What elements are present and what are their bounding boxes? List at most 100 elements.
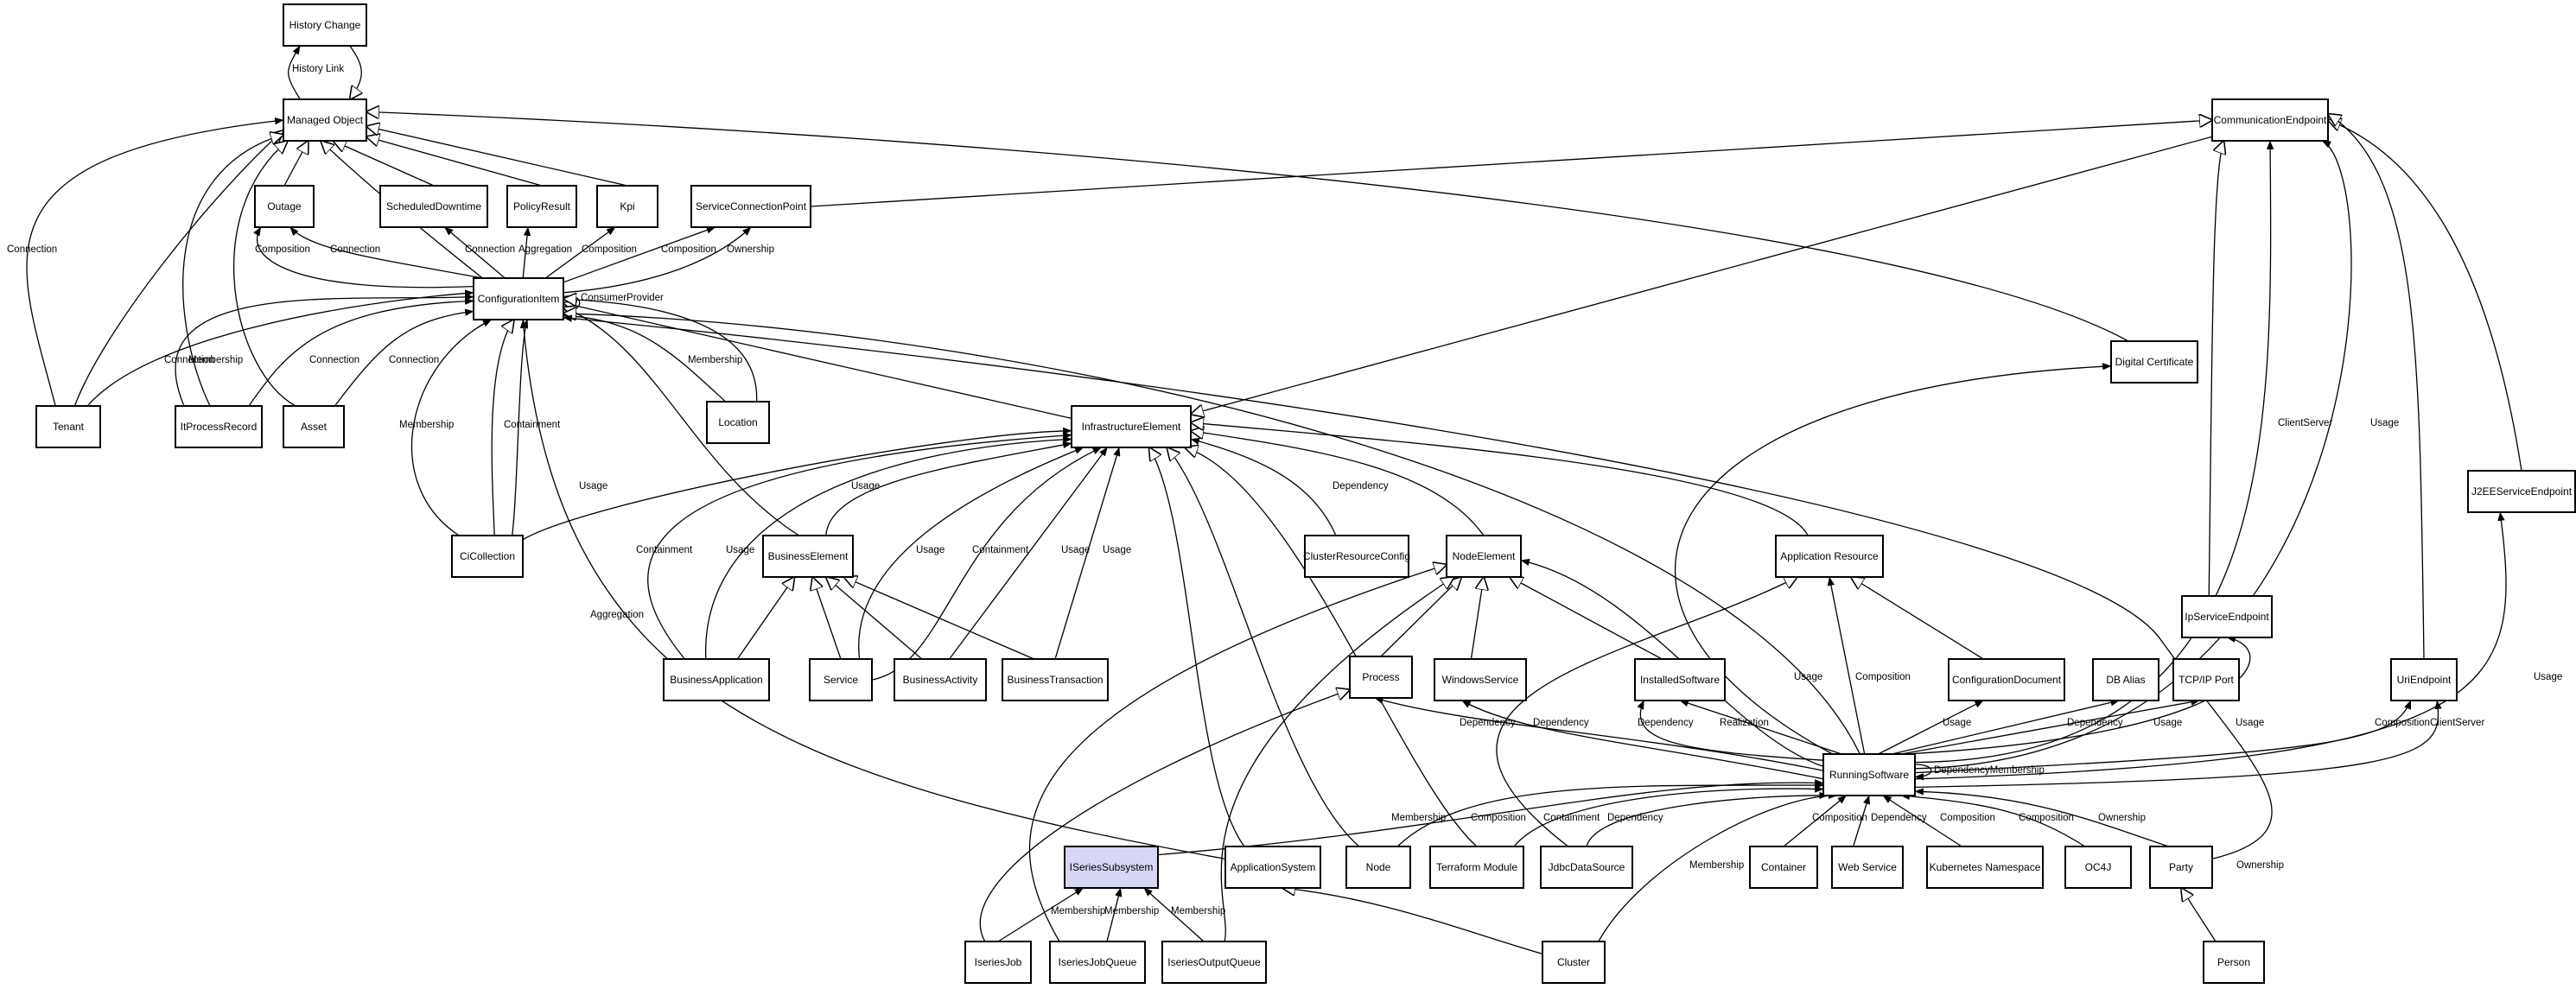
class-node-business-activity[interactable]: BusinessActivity	[894, 658, 987, 701]
class-node-it-process-record[interactable]: ItProcessRecord	[175, 405, 263, 448]
inheritance-edge-ip_service_endpoint-to-communication_endpoint	[2208, 141, 2223, 597]
node-label: Digital Certificate	[2115, 356, 2194, 368]
node-box	[283, 98, 367, 142]
edge-label: Composition	[661, 244, 716, 255]
node-label: Cluster	[1557, 956, 1590, 968]
node-box	[1822, 753, 1916, 796]
class-node-windows-service[interactable]: WindowsService	[1434, 658, 1527, 701]
association-edge-cluster_resource_config-to-infrastructure_element	[1190, 437, 1337, 536]
class-node-business-transaction[interactable]: BusinessTransaction	[1002, 658, 1109, 701]
association-edge-configuration_item-to-outage	[289, 226, 483, 279]
class-node-terraform-module[interactable]: Terraform Module	[1429, 846, 1524, 889]
class-node-managed-object[interactable]: Managed Object	[283, 98, 367, 142]
node-box	[1064, 846, 1159, 889]
association-edge-cluster-to-running_software	[1598, 791, 1838, 942]
edge-label: Containment	[1543, 813, 1600, 823]
class-node-j2ee-service-endpoint[interactable]: J2EEServiceEndpoint	[2467, 470, 2576, 513]
node-box	[1540, 846, 1633, 889]
edge-label: Usage	[2370, 418, 2399, 428]
class-node-running-software[interactable]: RunningSoftware	[1822, 753, 1916, 796]
class-node-asset[interactable]: Asset	[283, 405, 345, 448]
association-edge-managed_object-to-history_change	[288, 45, 301, 100]
class-node-tenant[interactable]: Tenant	[35, 405, 101, 448]
class-node-scheduled-downtime[interactable]: ScheduledDowntime	[379, 185, 488, 228]
class-node-party[interactable]: Party	[2149, 846, 2213, 889]
class-node-process[interactable]: Process	[1349, 656, 1413, 699]
association-edge-running_software-to-communication_endpoint	[1914, 140, 2352, 770]
node-box	[175, 405, 263, 448]
node-box	[964, 941, 1032, 984]
class-node-business-application[interactable]: BusinessApplication	[663, 658, 770, 701]
node-label: ClusterResourceConfig	[1303, 550, 1410, 562]
inheritance-edge-business_application-to-business_element	[736, 577, 794, 660]
class-node-policy-result[interactable]: PolicyResult	[506, 185, 577, 228]
class-node-configuration-item[interactable]: ConfigurationItem	[473, 277, 564, 320]
node-label: History Change	[289, 19, 361, 31]
class-node-uri-endpoint[interactable]: UriEndpoint	[2390, 658, 2458, 701]
association-edge-party-to-running_software	[1914, 788, 2169, 847]
class-node-node[interactable]: Node	[1345, 846, 1411, 889]
edge-label: ClientServer	[2430, 718, 2484, 728]
class-node-business-element[interactable]: BusinessElement	[762, 535, 854, 578]
class-node-history-change[interactable]: History Change	[283, 3, 367, 47]
edge-label: ConsumerProvider	[581, 293, 664, 303]
inheritance-edge-installed_software-to-node_element	[1510, 577, 1663, 660]
association-edge-jdbc_data_source-to-running_software	[1586, 791, 1829, 847]
edge-label: Connection	[465, 244, 515, 255]
class-node-kpi[interactable]: Kpi	[596, 185, 658, 228]
node-box	[1349, 656, 1413, 699]
class-node-application-resource[interactable]: Application Resource	[1775, 535, 1884, 578]
class-node-jdbc-data-source[interactable]: JdbcDataSource	[1540, 846, 1633, 889]
class-node-location[interactable]: Location	[706, 401, 770, 444]
edge-label: Composition	[1940, 813, 1995, 823]
class-node-ci-collection[interactable]: CiCollection	[451, 535, 524, 578]
edge-label: Usage	[579, 481, 607, 491]
class-node-ip-service-endpoint[interactable]: IpServiceEndpoint	[2181, 595, 2273, 638]
class-node-iseries-job-queue[interactable]: IseriesJobQueue	[1049, 941, 1146, 984]
class-node-digital-certificate[interactable]: Digital Certificate	[2110, 340, 2198, 384]
node-box	[451, 535, 524, 578]
class-node-tcpip-port[interactable]: TCP/IP Port	[2172, 658, 2240, 701]
class-node-iseries-subsystem[interactable]: ISeriesSubsystem	[1064, 846, 1159, 889]
class-node-configuration-document[interactable]: ConfigurationDocument	[1948, 658, 2065, 701]
inheritance-edge-application_system-to-infrastructure_element	[1149, 447, 1245, 847]
node-label: Kpi	[620, 200, 634, 212]
node-box	[894, 658, 987, 701]
association-edge-ci_collection-to-configuration_item	[410, 319, 493, 536]
inheritance-edge-iseries_job_queue-to-node_element	[1028, 565, 1447, 942]
class-node-cluster-resource-config[interactable]: ClusterResourceConfig	[1303, 535, 1410, 578]
class-node-installed-software[interactable]: InstalledSoftware	[1634, 658, 1726, 701]
node-box	[2211, 98, 2329, 142]
node-box	[1429, 846, 1524, 889]
class-node-iseries-output-queue[interactable]: IseriesOutputQueue	[1161, 941, 1267, 984]
inheritance-edge-location-to-configuration_item	[563, 299, 758, 403]
association-edge-configuration_item-to-outage	[253, 226, 474, 288]
inheritance-edge-uri_endpoint-to-communication_endpoint	[2328, 114, 2425, 660]
class-node-outage[interactable]: Outage	[254, 185, 315, 228]
class-node-web-service[interactable]: Web Service	[1831, 846, 1904, 889]
node-box	[1775, 535, 1884, 578]
class-node-kubernetes-namespace[interactable]: Kubernetes Namespace	[1926, 846, 2044, 889]
association-edge-service-to-infrastructure_element	[858, 447, 1084, 660]
class-node-db-alias[interactable]: DB Alias	[2092, 658, 2159, 701]
class-node-service[interactable]: Service	[809, 658, 873, 701]
class-node-infrastructure-element[interactable]: InfrastructureElement	[1071, 405, 1192, 448]
edge-label: Composition	[582, 244, 637, 255]
class-node-service-connection-point[interactable]: ServiceConnectionPoint	[690, 185, 811, 228]
class-node-cluster[interactable]: Cluster	[1542, 941, 1606, 984]
class-node-person[interactable]: Person	[2203, 941, 2265, 984]
node-box	[254, 185, 315, 228]
node-label: ItProcessRecord	[181, 421, 258, 433]
node-box	[596, 185, 658, 228]
edge-label: Ownership	[2236, 860, 2284, 871]
class-node-application-system[interactable]: ApplicationSystem	[1224, 846, 1321, 889]
class-node-communication-endpoint[interactable]: CommunicationEndpoint	[2211, 98, 2329, 142]
class-node-oc4j[interactable]: OC4J	[2064, 846, 2132, 889]
node-label: InfrastructureElement	[1082, 421, 1181, 433]
association-edge-location-to-configuration_item	[563, 312, 727, 403]
class-node-node-element[interactable]: NodeElement	[1446, 535, 1522, 578]
node-label: Party	[2169, 861, 2193, 873]
class-node-iseries-job[interactable]: IseriesJob	[964, 941, 1032, 984]
node-box	[1304, 535, 1409, 578]
class-node-container[interactable]: Container	[1749, 846, 1818, 889]
